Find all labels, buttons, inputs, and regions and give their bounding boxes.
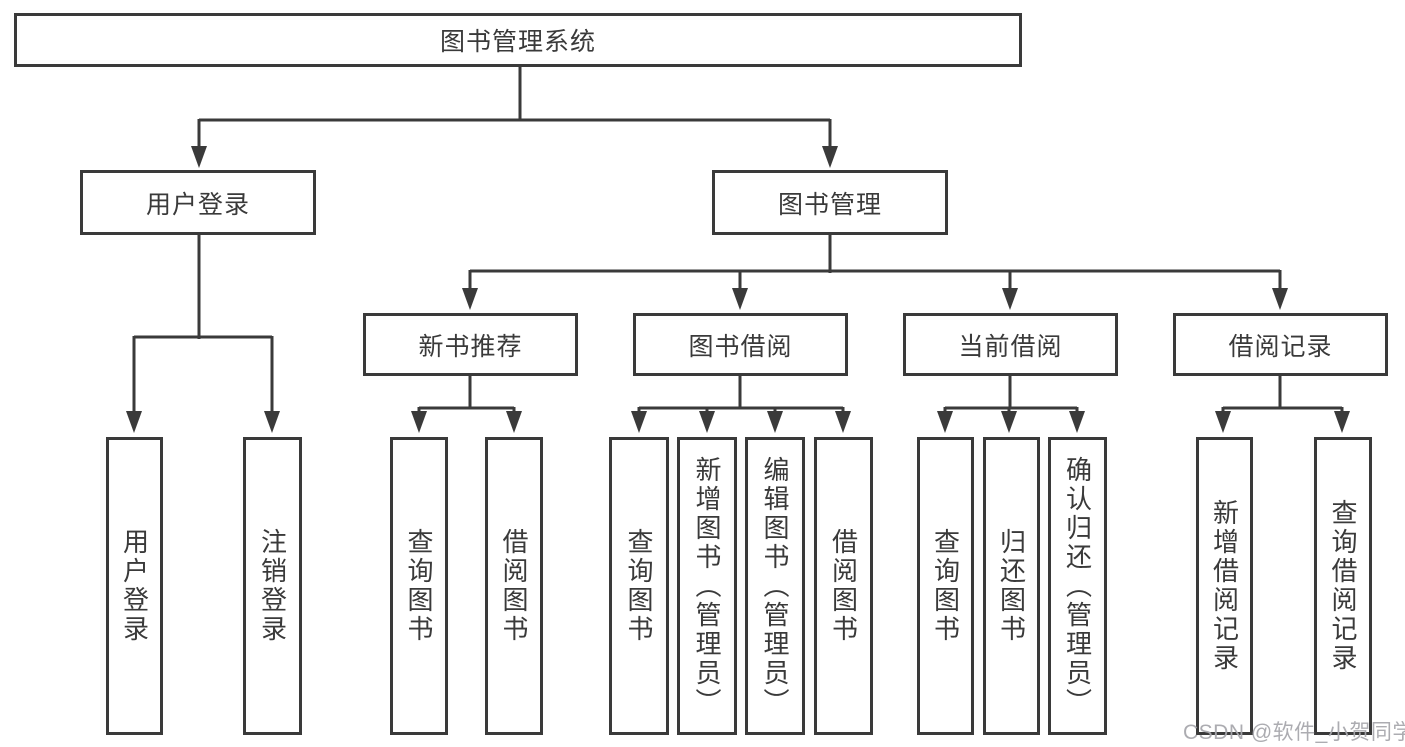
connector-new-book-recommend-children [411, 376, 522, 433]
connector-user-login-children [126, 235, 280, 433]
arrowhead [191, 146, 207, 168]
node-library-management-system: 图书管理系统 [14, 13, 1022, 67]
arrowhead [264, 411, 280, 433]
arrowhead [1215, 411, 1231, 433]
leaf-return-books: 归还图书 [983, 437, 1040, 735]
arrowhead [411, 411, 427, 433]
leaf-user-login: 用户登录 [106, 437, 163, 735]
leaf-edit-books-admin: 编辑图书（管理员） [745, 437, 805, 735]
connector-current-borrow-children [937, 376, 1085, 433]
connector-root-to-level2 [191, 67, 838, 168]
leaf-add-books-admin: 新增图书（管理员） [677, 437, 737, 735]
node-book-borrow: 图书借阅 [633, 313, 848, 376]
leaf-add-borrow-record: 新增借阅记录 [1196, 437, 1253, 735]
arrowhead [1272, 288, 1288, 310]
arrowhead [631, 411, 647, 433]
arrowhead [1002, 288, 1018, 310]
arrowhead [126, 411, 142, 433]
node-new-book-recommend: 新书推荐 [363, 313, 578, 376]
node-borrow-records: 借阅记录 [1173, 313, 1388, 376]
arrowhead [822, 146, 838, 168]
node-book-management: 图书管理 [712, 170, 948, 235]
arrowhead [699, 411, 715, 433]
leaf-recommend-borrow-books: 借阅图书 [485, 437, 543, 735]
arrowhead [732, 288, 748, 310]
node-user-login: 用户登录 [80, 170, 316, 235]
arrowhead [1069, 411, 1085, 433]
arrowhead [506, 411, 522, 433]
leaf-current-query-books: 查询图书 [917, 437, 974, 735]
arrowhead [937, 411, 953, 433]
leaf-recommend-query-books: 查询图书 [390, 437, 448, 735]
node-current-borrow: 当前借阅 [903, 313, 1118, 376]
connector-borrow-records-children [1215, 376, 1350, 433]
arrowhead [835, 411, 851, 433]
arrowhead [1334, 411, 1350, 433]
connector-book-borrow-children [631, 376, 851, 433]
arrowhead [1001, 411, 1017, 433]
leaf-logout: 注销登录 [243, 437, 302, 735]
leaf-borrow-books: 借阅图书 [814, 437, 873, 735]
leaf-confirm-return-admin: 确认归还（管理员） [1048, 437, 1107, 735]
leaf-query-borrow-record: 查询借阅记录 [1314, 437, 1372, 735]
arrowhead [462, 288, 478, 310]
arrowhead [767, 411, 783, 433]
csdn-watermark: CSDN @软件_小贺同学 [1183, 721, 1405, 744]
connector-book-management-children [462, 235, 1288, 310]
leaf-borrow-query-books: 查询图书 [609, 437, 669, 735]
